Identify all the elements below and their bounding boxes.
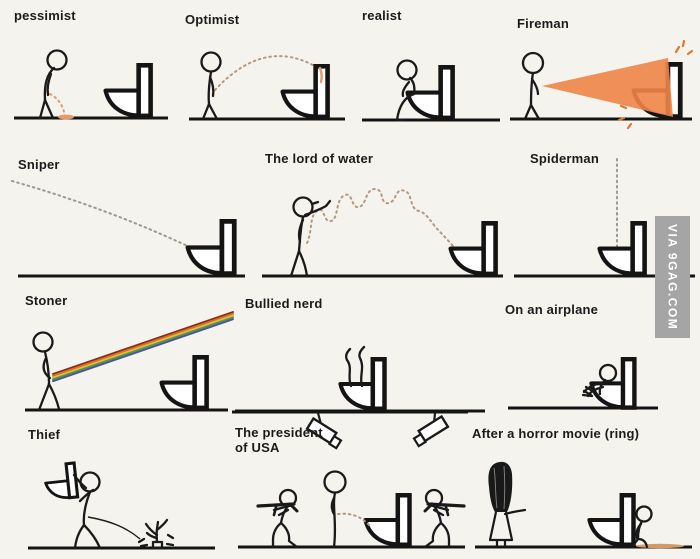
fire-hose-spray [542, 58, 673, 117]
toilet-icon [589, 495, 633, 545]
security-camera-left [305, 412, 343, 450]
pee-stream [87, 516, 141, 540]
guard-right [423, 488, 466, 549]
panel-stoner: Stoner [0, 288, 235, 415]
panel-label: On an airplane [505, 302, 599, 317]
panel-label: Thief [28, 427, 61, 442]
stick-figure [289, 196, 332, 278]
water-bending-stream [306, 187, 461, 255]
panel-thief: Thief [0, 415, 230, 559]
rainbow-stream [52, 311, 234, 383]
optimist-drawing [189, 51, 345, 121]
panel-president: The president of USA [230, 410, 470, 559]
panel-fireman: Fireman [500, 0, 700, 140]
thief-drawing [28, 461, 215, 550]
watermark-band: VIA 9GAG.COM [655, 216, 690, 338]
toilet-icon [365, 495, 409, 545]
horror-movie-drawing [475, 461, 692, 549]
president-figure [323, 470, 347, 549]
stick-figure [32, 331, 61, 412]
panel-optimist: Optimist [175, 0, 350, 140]
panel-label: Stoner [25, 293, 68, 308]
panel-bullied-nerd: Bullied nerd [235, 288, 485, 414]
stick-figure [38, 49, 68, 120]
stick-figure [200, 51, 222, 121]
panel-label: The president of USA [235, 425, 323, 455]
panel-on-an-airplane: On an airplane [480, 288, 700, 415]
fireman-drawing [510, 39, 694, 130]
splash-mark [318, 66, 323, 84]
panel-sniper: Sniper [0, 143, 255, 288]
sniper-drawing [11, 180, 245, 278]
pee-stream [49, 93, 66, 117]
stick-figure-clinging [581, 363, 618, 398]
pee-puddle [636, 543, 684, 549]
lord-of-water-drawing [262, 187, 503, 278]
president-drawing [232, 410, 468, 549]
panel-pessimist: pessimist [0, 0, 175, 140]
pessimist-drawing [14, 49, 168, 120]
airplane-drawing [508, 288, 658, 415]
pee-stream [214, 55, 319, 91]
toilet-icon [188, 221, 235, 273]
panel-label: Spiderman [530, 151, 599, 166]
ring-girl-figure [488, 461, 527, 547]
stick-figure-hiding [630, 505, 653, 549]
realist-drawing [362, 59, 500, 122]
pee-stream [337, 512, 370, 526]
panel-horror-movie: After a horror movie (ring) [460, 410, 700, 559]
panel-label: pessimist [14, 8, 76, 23]
stolen-toilet [42, 461, 80, 502]
stick-figure [521, 51, 545, 121]
panel-label: Optimist [185, 12, 240, 27]
panel-realist: realist [350, 0, 510, 140]
pee-puddle [58, 114, 74, 120]
stoner-drawing [25, 311, 234, 412]
stick-figure-carrying [72, 471, 102, 550]
stick-figure-sitting [395, 59, 418, 122]
toilet-icon [162, 357, 207, 408]
panel-label: Sniper [18, 157, 60, 172]
guard-left [256, 488, 299, 549]
panel-label: Fireman [517, 16, 569, 31]
security-camera-right [412, 412, 450, 448]
toilet-icon [106, 65, 151, 116]
nerd-arms-waving [345, 345, 366, 388]
watermark-text: VIA 9GAG.COM [665, 223, 680, 331]
plant [137, 518, 175, 550]
splash-marks [617, 39, 694, 130]
toilet-icon [600, 223, 645, 274]
panel-label: The lord of water [265, 151, 374, 166]
pee-trajectory [11, 180, 197, 251]
panel-label: realist [362, 8, 402, 23]
panel-label: Bullied nerd [245, 296, 323, 311]
panel-lord-of-water: The lord of water [255, 143, 510, 288]
toilet-icon [451, 223, 496, 274]
panel-label: After a horror movie (ring) [472, 426, 640, 441]
